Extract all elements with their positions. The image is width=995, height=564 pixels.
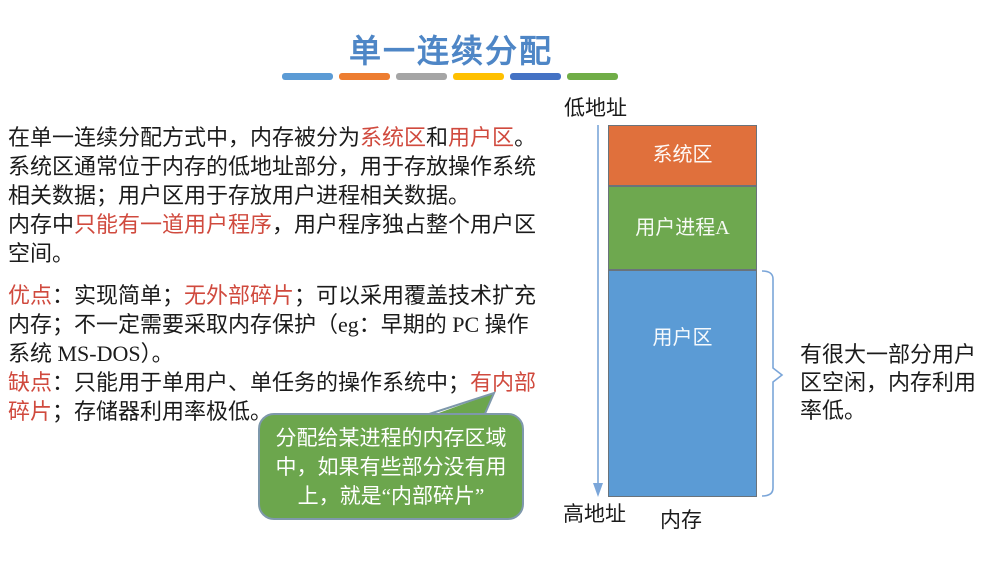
divider-bar [282,73,333,80]
body-text: 在单一连续分配方式中，内存被分为系统区和用户区。系统区通常位于内存的低地址部分，… [8,123,568,426]
memory-label: 内存 [660,508,702,532]
intro-paragraph: 在单一连续分配方式中，内存被分为系统区和用户区。系统区通常位于内存的低地址部分，… [8,125,537,266]
divider-bar [396,73,447,80]
title-divider-bars [282,73,618,80]
user-process-label: 用户进程A [635,217,730,239]
user-area-box: 用户区 [608,270,757,497]
divider-bar [453,73,504,80]
system-area-box: 系统区 [608,125,757,186]
user-process-box: 用户进程A [608,186,757,270]
divider-bar [339,73,390,80]
idle-space-note: 有很大一部分用户区空闲，内存利用率低。 [800,342,977,423]
internal-fragment-callout: 分配给某进程的内存区域中，如果有些部分没有用上，就是“内部碎片” [258,413,524,520]
high-address-label: 高地址 [563,502,626,526]
callout-tail [422,391,496,419]
divider-bar [567,73,618,80]
slide-title: 单一连续分配 [348,33,553,69]
user-area-label: 用户区 [652,327,713,349]
address-direction-arrow-icon [593,125,603,497]
low-address-label: 低地址 [564,96,627,120]
system-area-label: 系统区 [652,144,713,166]
right-brace-icon [761,270,784,497]
divider-bar [510,73,561,80]
pros-cons-paragraph: 优点：实现简单；无外部碎片；可以采用覆盖技术扩充内存；不一定需要采取内存保护（e… [8,283,537,424]
